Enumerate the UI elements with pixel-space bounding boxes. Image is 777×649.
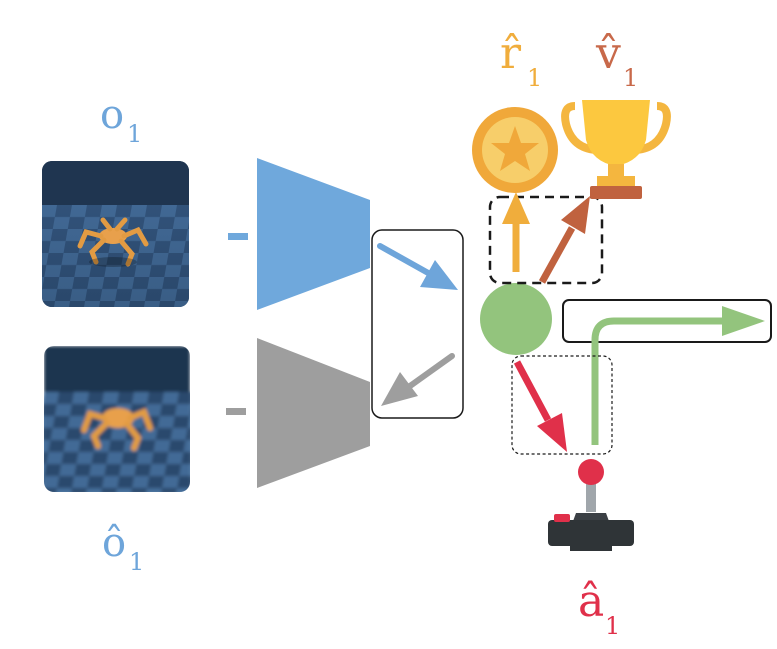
- latent-state-node: [480, 283, 552, 355]
- reconstruction-image: [44, 346, 190, 492]
- svg-text:1: 1: [605, 612, 620, 640]
- reconstruction-label: ô 1: [102, 520, 144, 576]
- latent-interface-box: [371, 229, 464, 419]
- value-label: v̂ 1: [595, 28, 638, 92]
- next-latent-box: [562, 299, 772, 343]
- decoder-output-dash: [226, 408, 246, 415]
- value-arrow: [538, 196, 590, 284]
- robot-icon: [77, 217, 149, 267]
- observation-image: [42, 161, 189, 307]
- svg-text:1: 1: [623, 64, 638, 92]
- decode-arrow: [381, 353, 455, 406]
- star-coin-icon: [472, 107, 558, 193]
- observation-label: o 1: [100, 92, 142, 148]
- reward-arrow: [502, 192, 530, 272]
- svg-text:ô: ô: [102, 520, 126, 566]
- svg-text:r̂: r̂: [500, 28, 522, 79]
- svg-text:1: 1: [129, 548, 144, 576]
- joystick-icon: [548, 459, 634, 551]
- decoder-block: [257, 338, 370, 488]
- svg-text:o: o: [100, 92, 124, 138]
- action-label: â 1: [578, 576, 620, 640]
- svg-text:v̂: v̂: [595, 28, 621, 79]
- policy-head-box: [511, 355, 613, 455]
- svg-text:1: 1: [527, 64, 542, 92]
- encoder-block: [257, 158, 370, 310]
- encoder-input-dash: [228, 233, 248, 240]
- encode-arrow: [377, 243, 458, 290]
- transition-arrow: [591, 306, 765, 445]
- reward-label: r̂ 1: [500, 28, 542, 92]
- prediction-heads-box: [488, 195, 604, 285]
- action-arrow: [513, 360, 567, 452]
- trophy-icon: [561, 100, 671, 199]
- svg-text:1: 1: [127, 120, 142, 148]
- svg-text:â: â: [578, 576, 604, 627]
